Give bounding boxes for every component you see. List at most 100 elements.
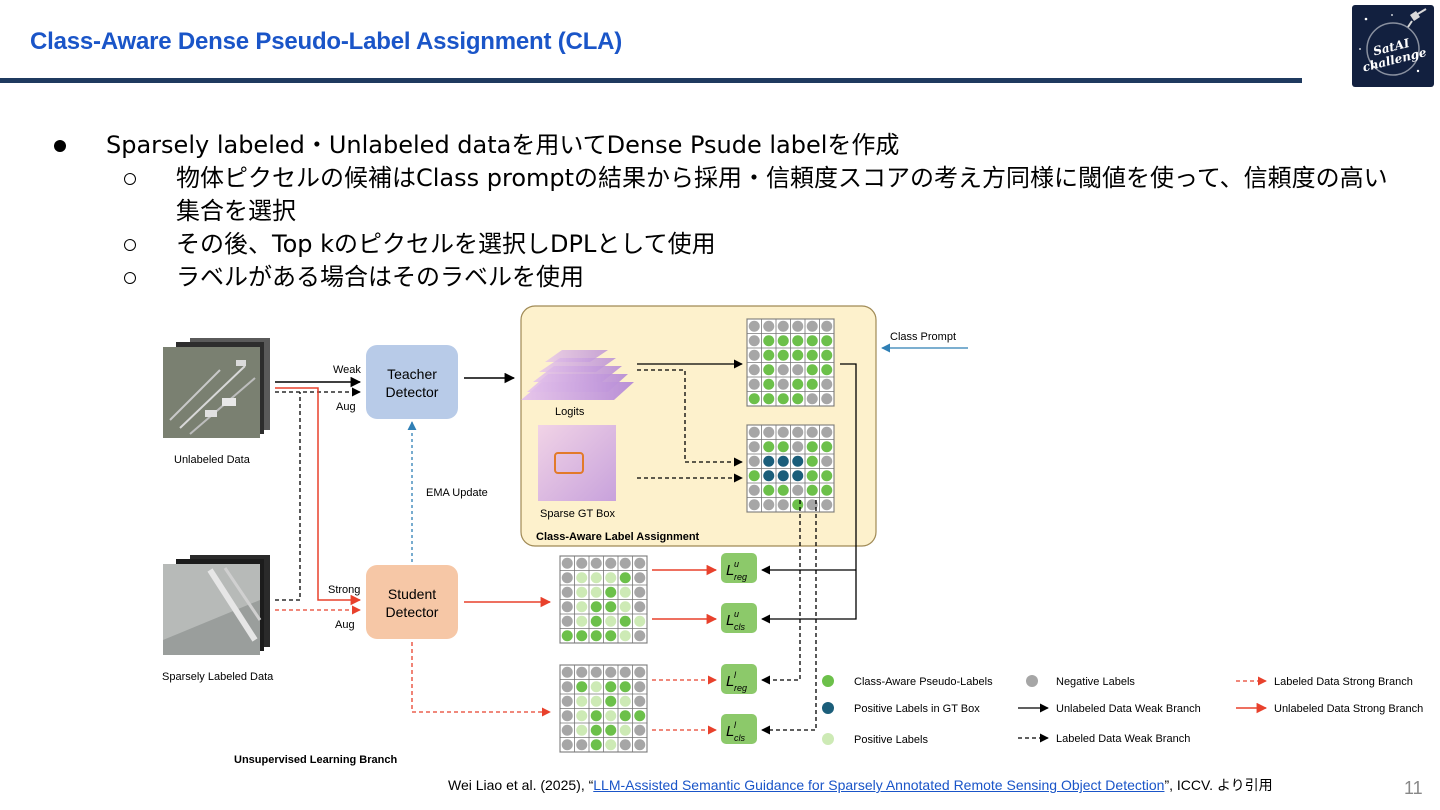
- loss-cls-l-sup: l: [734, 720, 737, 730]
- loss-reg-u-sub: reg: [734, 572, 747, 582]
- legend-labeled-weak-text: Labeled Data Weak Branch: [1056, 733, 1190, 745]
- negative-label-cell: [561, 586, 573, 598]
- negative-label-cell: [634, 601, 646, 613]
- positive-gt-label-cell: [777, 455, 789, 467]
- loss-reg-l-letter: L: [726, 673, 734, 690]
- class-aware-label-cell: [792, 393, 804, 405]
- negative-label-cell: [792, 320, 804, 332]
- negative-label-cell: [821, 499, 833, 511]
- class-aware-label-cell: [821, 349, 833, 361]
- class-aware-label-cell: [806, 484, 818, 496]
- negative-label-cell: [561, 557, 573, 569]
- student-label-line1: Student: [388, 586, 436, 602]
- loss-reg-labeled: L l reg: [721, 664, 757, 694]
- class-prompt-label: Class Prompt: [890, 331, 956, 343]
- positive-label-cell: [576, 615, 588, 627]
- negative-label-cell: [792, 364, 804, 376]
- negative-label-cell: [590, 557, 602, 569]
- negative-label-cell: [792, 426, 804, 438]
- positive-label-cell: [590, 681, 602, 693]
- class-aware-label-cell: [806, 349, 818, 361]
- class-aware-label-cell: [763, 349, 775, 361]
- teacher-label-line2: Detector: [386, 384, 439, 400]
- cla-box-label: Class-Aware Label Assignment: [536, 531, 700, 543]
- negative-label-cell: [777, 364, 789, 376]
- class-aware-label-cell: [792, 349, 804, 361]
- negative-label-cell: [821, 320, 833, 332]
- prompt-label-grid: [746, 318, 835, 407]
- class-aware-label-cell: [763, 441, 775, 453]
- loss-reg-l-sub: reg: [734, 683, 747, 693]
- class-aware-label-cell: [605, 601, 617, 613]
- legend-labeled-strong-text: Labeled Data Strong Branch: [1274, 676, 1413, 688]
- negative-label-cell: [821, 378, 833, 390]
- positive-label-cell: [605, 710, 617, 722]
- strong-label: Strong: [328, 584, 360, 596]
- class-aware-label-cell: [619, 572, 631, 584]
- bullet-sub-1: 物体ピクセルの候補はClass promptの結果から採用・信頼度スコアの考え方…: [50, 162, 1390, 228]
- positive-gt-label-cell: [792, 470, 804, 482]
- class-aware-label-cell: [821, 335, 833, 347]
- teacher-detector-box: [366, 345, 458, 419]
- negative-label-cell: [777, 499, 789, 511]
- diagram-legend: Class-Aware Pseudo-Labels Positive Label…: [822, 675, 1423, 746]
- sparse-gt-image: [538, 425, 616, 501]
- legend-positive-text: Positive Labels: [854, 734, 928, 746]
- legend-negative-dot: [1026, 675, 1038, 687]
- negative-label-cell: [634, 630, 646, 642]
- class-aware-label-cell: [806, 455, 818, 467]
- class-aware-label-cell: [806, 364, 818, 376]
- legend-positive-dot: [822, 733, 834, 745]
- legend-positive-gt-dot: [822, 702, 834, 714]
- bullet-sub-2-text: その後、Top kのピクセルを選択しDPLとして使用: [176, 230, 716, 258]
- class-aware-label-cell: [605, 724, 617, 736]
- positive-label-cell: [576, 572, 588, 584]
- class-aware-label-cell: [792, 378, 804, 390]
- unlabeled-image-stack: [163, 338, 270, 438]
- unlabeled-strong-prediction-grid: [559, 555, 648, 644]
- class-aware-label-cell: [590, 630, 602, 642]
- negative-label-cell: [806, 426, 818, 438]
- class-aware-label-cell: [777, 393, 789, 405]
- negative-label-cell: [748, 364, 760, 376]
- loss-reg-l-sup: l: [734, 670, 737, 680]
- class-aware-label-cell: [634, 710, 646, 722]
- negative-label-cell: [748, 499, 760, 511]
- legend-unlabeled-weak-text: Unlabeled Data Weak Branch: [1056, 703, 1201, 715]
- class-aware-label-cell: [605, 630, 617, 642]
- aug-label-bottom: Aug: [335, 619, 355, 631]
- unlabeled-data-label: Unlabeled Data: [174, 454, 251, 466]
- negative-label-cell: [634, 739, 646, 751]
- positive-label-cell: [605, 739, 617, 751]
- bullet-ring: [124, 239, 136, 251]
- sparsely-labeled-data-label: Sparsely Labeled Data: [162, 671, 274, 683]
- negative-label-cell: [748, 426, 760, 438]
- negative-label-cell: [561, 681, 573, 693]
- negative-label-cell: [806, 499, 818, 511]
- loss-cls-u-sub: cls: [734, 622, 745, 632]
- negative-label-cell: [792, 484, 804, 496]
- satai-challenge-logo: SatAI challenge: [1352, 5, 1434, 87]
- cla-architecture-diagram: Unlabeled Data Sparsely Labeled Data Wea…: [162, 305, 1423, 766]
- negative-label-cell: [777, 426, 789, 438]
- negative-label-cell: [634, 572, 646, 584]
- aug-label-top: Aug: [336, 401, 356, 413]
- negative-label-cell: [619, 739, 631, 751]
- citation-suffix: ”, ICCV. より引用: [1164, 777, 1273, 793]
- citation-paper-link[interactable]: LLM-Assisted Semantic Guidance for Spars…: [593, 777, 1165, 793]
- title-underline: [0, 78, 1302, 83]
- gt-label-grid: [746, 424, 835, 513]
- labeled-weak-path: [275, 392, 301, 601]
- negative-label-cell: [605, 557, 617, 569]
- loss-cls-unlabeled: L u cls: [721, 603, 757, 633]
- class-aware-label-cell: [748, 470, 760, 482]
- negative-label-cell: [748, 349, 760, 361]
- loss-cls-l-letter: L: [726, 723, 734, 740]
- class-aware-label-cell: [821, 441, 833, 453]
- negative-label-cell: [605, 666, 617, 678]
- positive-label-cell: [619, 586, 631, 598]
- negative-label-cell: [763, 320, 775, 332]
- class-aware-label-cell: [590, 724, 602, 736]
- class-aware-label-cell: [792, 335, 804, 347]
- positive-gt-label-cell: [763, 455, 775, 467]
